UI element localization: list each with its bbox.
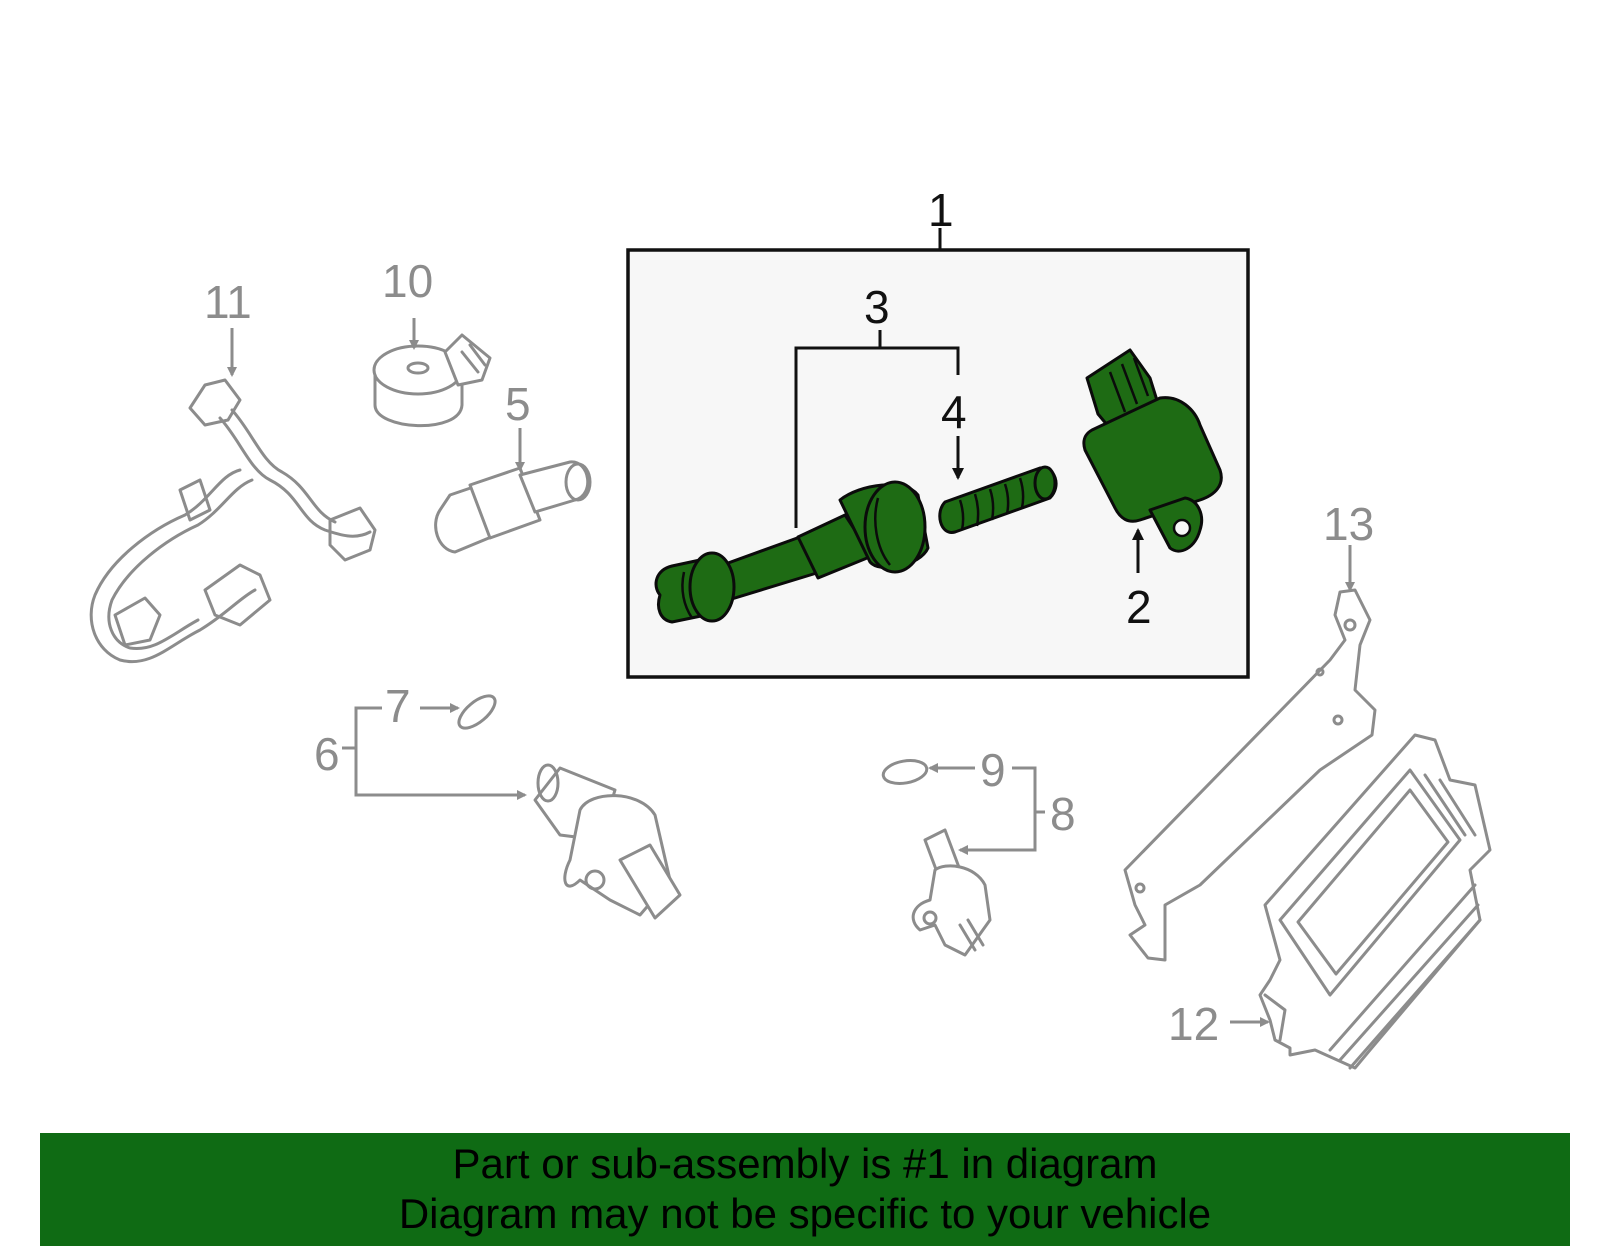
callout-4: 4	[941, 386, 967, 438]
callout-10: 10	[382, 255, 433, 307]
callout-11: 11	[204, 276, 252, 328]
engine-control-module	[1258, 733, 1492, 1070]
callout-8: 8	[1050, 788, 1076, 840]
callout-12: 12	[1168, 998, 1219, 1050]
banner-line-2: Diagram may not be specific to your vehi…	[398, 1190, 1212, 1237]
coil-spring	[938, 465, 1058, 534]
ignition-coil	[1082, 348, 1223, 553]
o-ring-7	[457, 694, 497, 730]
leader-8	[928, 763, 1045, 855]
ignition-coil-boot	[654, 480, 930, 624]
knock-sensor	[372, 333, 492, 428]
banner-line-1: Part or sub-assembly is #1 in diagram	[452, 1140, 1158, 1187]
temperature-sensor	[434, 460, 592, 554]
ecm-bracket	[1123, 588, 1377, 962]
callout-5: 5	[505, 378, 531, 430]
callout-13: 13	[1323, 498, 1374, 550]
camshaft-sensor	[911, 828, 992, 957]
callout-2: 2	[1126, 581, 1152, 633]
leader-3	[794, 330, 960, 528]
crankshaft-sensor	[533, 763, 682, 920]
callout-1: 1	[928, 184, 954, 236]
callout-9: 9	[980, 744, 1006, 796]
info-banner: Part or sub-assembly is #1 in diagram Di…	[40, 1133, 1570, 1246]
o-ring-9	[881, 759, 929, 785]
wire-harness	[89, 378, 377, 664]
callout-6: 6	[314, 728, 340, 780]
callout-3: 3	[864, 281, 890, 333]
leader-6	[342, 703, 527, 800]
callout-7: 7	[385, 680, 411, 732]
